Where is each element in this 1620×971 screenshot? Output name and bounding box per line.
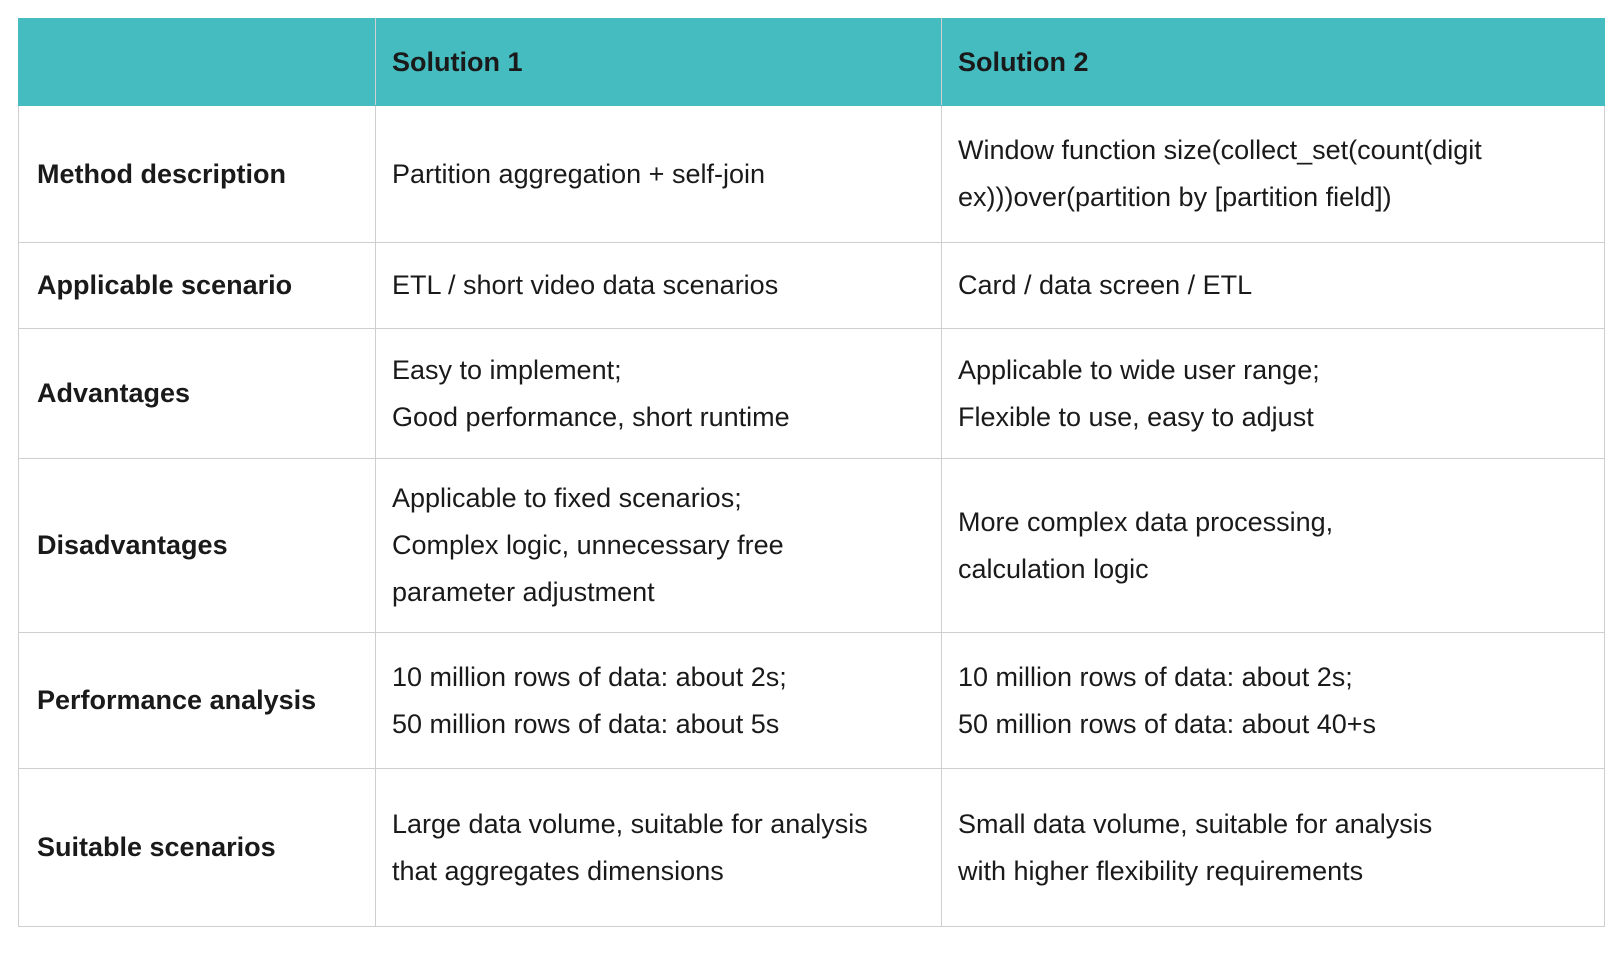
cell-line: Large data volume, suitable for analysis (392, 808, 868, 839)
cell-line: Partition aggregation + self-join (392, 158, 765, 189)
row-label-applicable-scenario: Applicable scenario (18, 242, 376, 329)
table-row: Disadvantages Applicable to fixed scenar… (18, 458, 1605, 633)
cell-line: More complex data processing, (958, 506, 1334, 537)
advantages-solution-1: Easy to implement; Good performance, sho… (375, 328, 942, 459)
applicable-scenario-solution-2: Card / data screen / ETL (941, 242, 1605, 329)
cell-line: 50 million rows of data: about 5s (392, 708, 780, 739)
table-row: Method description Partition aggregation… (18, 105, 1605, 243)
header-solution-2: Solution 2 (941, 18, 1605, 106)
advantages-solution-2: Applicable to wide user range; Flexible … (941, 328, 1605, 459)
method-description-solution-2: Window function size(collect_set(count(d… (941, 105, 1605, 243)
cell-line: ex)))over(partition by [partition field]… (958, 182, 1392, 212)
cell-line: Card / data screen / ETL (958, 270, 1253, 300)
cell-line: ETL / short video data scenarios (392, 270, 779, 300)
performance-analysis-solution-1: 10 million rows of data: about 2s; 50 mi… (375, 632, 942, 769)
cell-line: 10 million rows of data: about 2s; (958, 661, 1353, 692)
suitable-scenarios-solution-2: Small data volume, suitable for analysis… (941, 768, 1605, 927)
disadvantages-solution-1: Applicable to fixed scenarios; Complex l… (375, 458, 942, 633)
cell-line: calculation logic (958, 553, 1149, 584)
header-solution-1: Solution 1 (375, 18, 942, 106)
performance-analysis-solution-2: 10 million rows of data: about 2s; 50 mi… (941, 632, 1605, 769)
cell-line: Easy to implement; (392, 354, 622, 385)
cell-line: with higher flexibility requirements (958, 855, 1364, 886)
cell-line: 10 million rows of data: about 2s; (392, 661, 787, 692)
comparison-table: Solution 1 Solution 2 Method description… (18, 18, 1605, 927)
table-row: Performance analysis 10 million rows of … (18, 632, 1605, 769)
method-description-solution-1: Partition aggregation + self-join (375, 105, 942, 243)
cell-line: that aggregates dimensions (392, 855, 724, 886)
cell-line: parameter adjustment (392, 577, 655, 607)
header-blank-cell (18, 18, 376, 106)
row-label-performance-analysis: Performance analysis (18, 632, 376, 769)
disadvantages-solution-2: More complex data processing, calculatio… (941, 458, 1605, 633)
cell-line: Good performance, short runtime (392, 401, 790, 432)
cell-line: Flexible to use, easy to adjust (958, 401, 1314, 432)
table-row: Applicable scenario ETL / short video da… (18, 242, 1605, 329)
row-label-disadvantages: Disadvantages (18, 458, 376, 633)
row-label-method-description: Method description (18, 105, 376, 243)
cell-line: Small data volume, suitable for analysis (958, 808, 1433, 839)
header-row: Solution 1 Solution 2 (18, 18, 1605, 106)
cell-line: Applicable to fixed scenarios; (392, 483, 742, 513)
cell-line: 50 million rows of data: about 40+s (958, 708, 1376, 739)
cell-line: Window function size(collect_set(count(d… (958, 135, 1482, 165)
applicable-scenario-solution-1: ETL / short video data scenarios (375, 242, 942, 329)
table-row: Advantages Easy to implement; Good perfo… (18, 328, 1605, 459)
cell-line: Complex logic, unnecessary free (392, 530, 784, 560)
suitable-scenarios-solution-1: Large data volume, suitable for analysis… (375, 768, 942, 927)
row-label-suitable-scenarios: Suitable scenarios (18, 768, 376, 927)
cell-line: Applicable to wide user range; (958, 354, 1320, 385)
table-row: Suitable scenarios Large data volume, su… (18, 768, 1605, 927)
row-label-advantages: Advantages (18, 328, 376, 459)
